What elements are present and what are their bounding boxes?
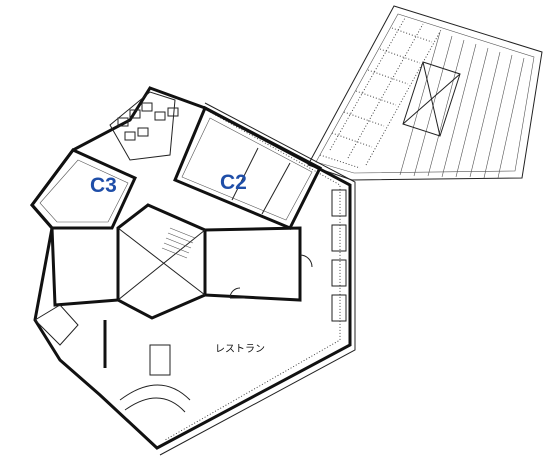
building-outline — [30, 86, 356, 456]
room-label-c3: C3 — [90, 174, 117, 197]
central-hall — [116, 203, 207, 320]
room-c3 — [30, 148, 137, 230]
area-label-restaurant: レストラン — [215, 343, 265, 355]
terrace-deck — [307, 5, 543, 181]
service-area — [34, 304, 191, 413]
left-hall — [50, 226, 313, 307]
restroom-block — [109, 91, 179, 161]
room-label-c2: C2 — [220, 171, 247, 194]
room-c2 — [173, 105, 323, 230]
